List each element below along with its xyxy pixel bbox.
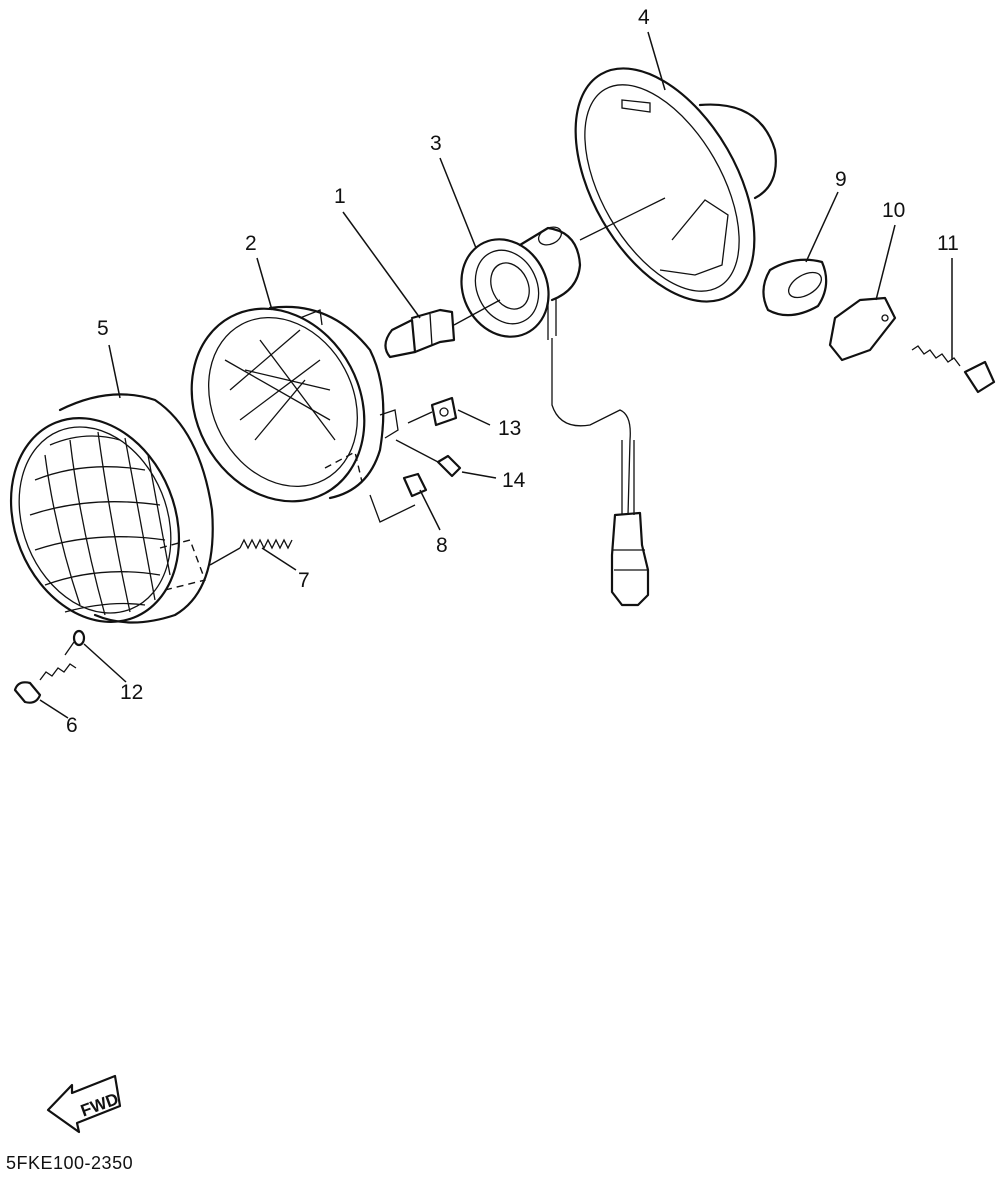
adjusting-spring [209, 538, 293, 566]
callout-9: 9 [835, 168, 847, 191]
callout-12: 12 [120, 681, 143, 704]
callout-7: 7 [298, 569, 310, 592]
forward-direction-arrow: FWD [46, 1074, 122, 1134]
flange-bolt [911, 345, 996, 394]
grommet [762, 258, 828, 317]
callout-10: 10 [882, 199, 905, 222]
leader-lines [39, 31, 953, 719]
callout-8: 8 [436, 534, 448, 557]
callout-1: 1 [334, 185, 346, 208]
callout-6: 6 [66, 714, 78, 737]
callout-2: 2 [245, 232, 257, 255]
part-code: 5FKE100-2350 [6, 1153, 134, 1173]
bracket-plate [369, 472, 428, 523]
headlight-housing [574, 67, 777, 303]
callout-13: 13 [498, 417, 521, 440]
fwd-label: FWD [78, 1089, 121, 1120]
callout-4: 4 [638, 6, 650, 29]
callout-14: 14 [502, 469, 526, 492]
bulb-socket [460, 226, 582, 340]
screw-small [395, 439, 462, 478]
headlight-guard [9, 393, 363, 624]
nut-clip [407, 396, 458, 427]
washer [72, 629, 86, 647]
cover-plate [828, 296, 897, 362]
wire-harness [551, 338, 650, 607]
callout-5: 5 [97, 317, 109, 340]
headlight-lens [190, 305, 399, 503]
screw-long [13, 641, 77, 704]
callout-11: 11 [937, 232, 959, 255]
callout-numbers: 1 2 3 4 5 6 7 8 9 10 11 12 13 14 [66, 6, 959, 737]
bulb [384, 299, 501, 359]
callout-3: 3 [430, 132, 442, 155]
